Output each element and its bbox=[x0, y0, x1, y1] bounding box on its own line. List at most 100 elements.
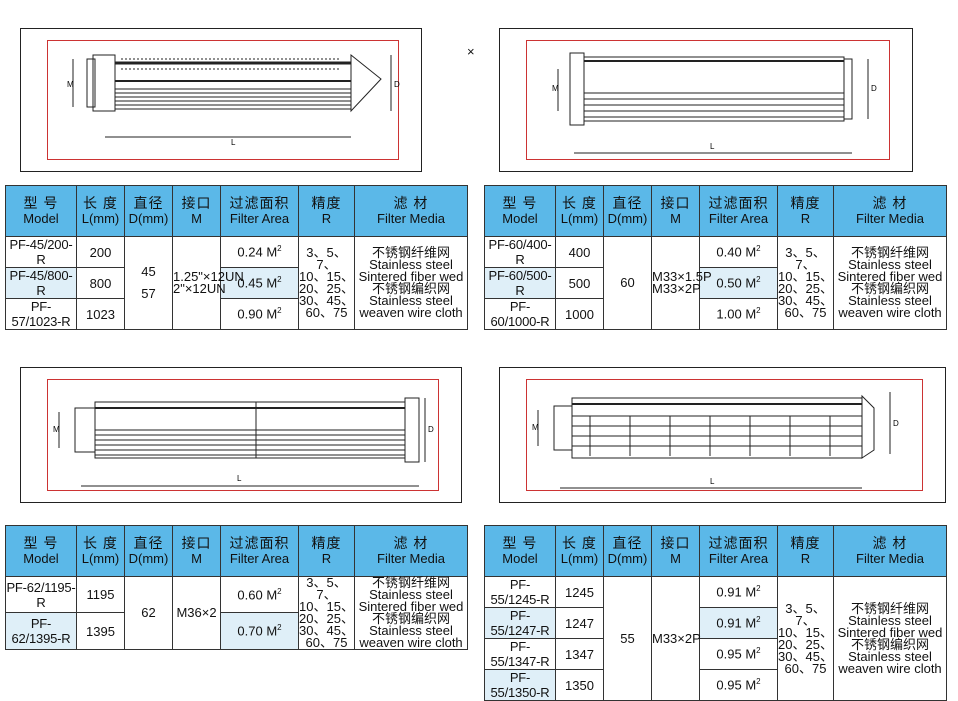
header-port-cn: 接口 bbox=[181, 535, 212, 551]
cell-line: 60、75 bbox=[784, 305, 827, 320]
cell-model: PF-60/1000-R bbox=[484, 298, 556, 330]
cell-line: 20、25、 bbox=[778, 636, 833, 652]
dim-label-d: D bbox=[428, 425, 434, 434]
dim-label-l: L bbox=[710, 142, 715, 151]
cell-length: 500 bbox=[555, 267, 604, 299]
cell-line: 3、5、7、 bbox=[785, 600, 826, 628]
cell-line: 3、5、7、 bbox=[306, 245, 347, 272]
cell-line: 不锈钢纤维网 bbox=[850, 600, 929, 616]
cell-line: M33×2P bbox=[652, 281, 701, 296]
area-value: 0.91 bbox=[716, 615, 742, 631]
dim-label-m: M bbox=[53, 425, 60, 434]
dim-label-d: D bbox=[394, 80, 400, 89]
header-diameter-en: D(mm) bbox=[128, 211, 169, 226]
cell-line: Stainless steel bbox=[369, 623, 453, 638]
cell-line: 1.25"×12UN bbox=[173, 269, 244, 284]
header-length-en: L(mm) bbox=[81, 211, 120, 226]
area-value: 0.95 bbox=[716, 677, 742, 693]
cell-line: 不锈钢纤维网 bbox=[850, 245, 929, 260]
header-precision-en: R bbox=[800, 211, 811, 226]
cell-port: M36×2 bbox=[172, 576, 221, 650]
cell-line: weaven wire cloth bbox=[838, 305, 942, 320]
area-unit: M bbox=[266, 587, 278, 603]
header-model-en: Model bbox=[502, 211, 538, 226]
cell-line: Sintered fiber wed bbox=[837, 269, 943, 284]
header-length-cn: 长 度 bbox=[562, 195, 597, 211]
header-filter-area-en: Filter Area bbox=[229, 211, 290, 226]
area-unit: M bbox=[745, 646, 757, 662]
cell-model: PF-62/1195-R bbox=[5, 576, 77, 613]
filter-element-drawing: M D L bbox=[532, 392, 899, 489]
dim-label-l: L bbox=[237, 474, 242, 483]
cell-model: PF-60/500-R bbox=[484, 267, 556, 299]
cell-line: 2"×12UN bbox=[173, 281, 226, 296]
area-value: 1.00 bbox=[716, 306, 742, 322]
cell-filter-area: 1.00 M2 bbox=[699, 298, 778, 330]
cell-line: 不锈钢纤维网 bbox=[371, 575, 450, 590]
cell-line: 3、5、7、 bbox=[785, 245, 826, 272]
header-filter-media-en: Filter Media bbox=[377, 551, 445, 566]
header-port-en: M bbox=[191, 551, 202, 566]
header-diameter-cn: 直径 bbox=[133, 535, 164, 551]
cell-model: PF-57/1023-R bbox=[5, 298, 77, 330]
header-port-en: M bbox=[670, 551, 681, 566]
header-filter-media-cn: 滤 材 bbox=[393, 195, 429, 211]
drawing-frame bbox=[47, 40, 399, 160]
cell-length: 800 bbox=[76, 267, 125, 299]
dim-label-m: M bbox=[552, 84, 559, 93]
cell-length: 1023 bbox=[76, 298, 125, 330]
header-precision-cn: 精度 bbox=[790, 535, 821, 551]
cell-length: 1195 bbox=[76, 576, 125, 613]
header-diameter-cn: 直径 bbox=[133, 195, 164, 211]
cell-line: Stainless steel bbox=[848, 257, 932, 272]
dim-label-m: M bbox=[67, 80, 74, 89]
filter-element-drawing: M D L bbox=[67, 53, 400, 147]
drawing-frame bbox=[526, 40, 890, 160]
cell-length: 1350 bbox=[555, 669, 604, 701]
cell-line: Stainless steel bbox=[848, 612, 932, 628]
header-precision-en: R bbox=[321, 551, 332, 566]
area-unit: M bbox=[745, 275, 757, 291]
cell-length: 1000 bbox=[555, 298, 604, 330]
cell-line: 不锈钢纤维网 bbox=[371, 245, 450, 260]
cell-filter-area: 0.91 M2 bbox=[699, 607, 778, 639]
cell-line: 57 bbox=[141, 286, 156, 301]
cell-diameter: 62 bbox=[124, 576, 173, 650]
header-length-en: L(mm) bbox=[560, 551, 599, 566]
cell-line: Stainless steel bbox=[369, 293, 453, 308]
cell-model: PF-55/1247-R bbox=[484, 607, 556, 639]
header-port-cn: 接口 bbox=[660, 535, 691, 551]
area-unit: M bbox=[745, 306, 757, 322]
header-diameter-en: D(mm) bbox=[607, 211, 648, 226]
header-model-en: Model bbox=[502, 551, 538, 566]
area-exp: 2 bbox=[277, 275, 282, 285]
cell-line: Sintered fiber wed bbox=[358, 269, 464, 284]
cell-length: 400 bbox=[555, 236, 604, 268]
cell-model: PF-55/1347-R bbox=[484, 638, 556, 670]
cell-line: 20、25、 bbox=[299, 281, 354, 296]
header-model-cn: 型 号 bbox=[23, 535, 59, 551]
cell-line: 60 bbox=[620, 275, 635, 290]
cell-precision: 3、5、7、10、15、20、25、30、45、60、75 bbox=[777, 236, 834, 330]
cell-line: 不锈钢编织网 bbox=[371, 611, 450, 626]
header-model-en: Model bbox=[23, 211, 59, 226]
cell-line: 55 bbox=[620, 630, 635, 646]
area-value: 0.95 bbox=[716, 646, 742, 662]
